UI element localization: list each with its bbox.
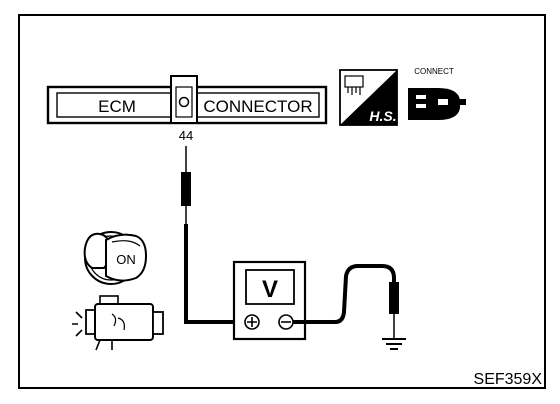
engine-icon [72,295,164,351]
harness-side-icon: H.S. [339,69,398,126]
negative-probe [293,264,399,339]
figure-code-label: SEF359X [474,371,543,388]
terminal-pin-icon [178,96,190,108]
figure-frame [18,14,546,389]
connect-label: CONNECT [414,67,454,76]
meter-mode-label: V [262,276,278,303]
ecm-connector: ECM CONNECTOR [46,75,328,125]
terminal-number-label: 44 [179,128,193,143]
harness-side-label: H.S. [369,108,396,124]
connect-icon: CONNECT [408,67,466,120]
ground-icon [382,338,406,350]
voltmeter: V [232,260,307,341]
ignition-on-label: ON [116,252,136,267]
ecm-label: ECM [98,97,136,116]
ignition-key-icon: ON [83,231,148,285]
positive-probe [181,146,246,324]
connector-label: CONNECTOR [203,97,312,116]
